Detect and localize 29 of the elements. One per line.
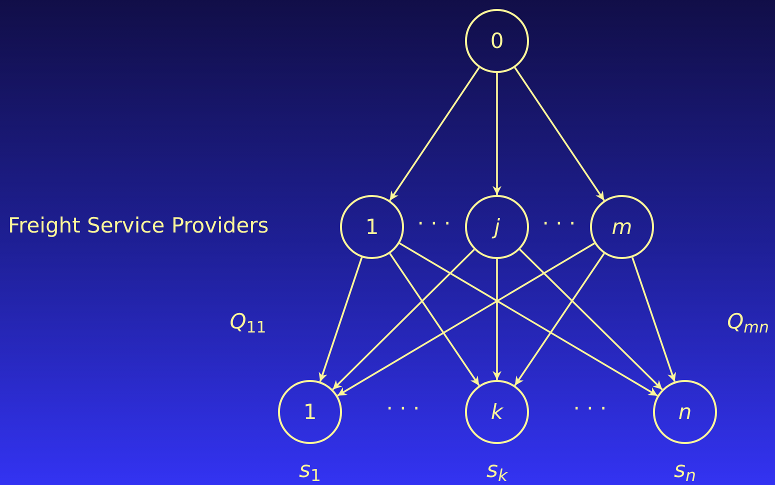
capacity-label: s$_{k}$ [486, 460, 508, 482]
arrow [337, 242, 595, 396]
text-label: Q$_{mn}$ [727, 312, 769, 332]
arrow [332, 248, 475, 390]
arrow [519, 248, 663, 390]
capacity-label: s$_{1}$ [299, 460, 321, 482]
node-number: j [494, 216, 500, 238]
arrow [514, 253, 605, 386]
node-number: 1 [303, 402, 317, 422]
node-number: 0 [490, 30, 504, 52]
arrow [389, 67, 480, 201]
arrow [389, 253, 480, 386]
text-label: · · · [386, 398, 420, 420]
arrow [492, 73, 502, 195]
arrow [514, 67, 605, 201]
node-number: m [612, 216, 632, 238]
node-number: n [678, 402, 692, 422]
text-label: Q$_{11}$ [230, 312, 266, 332]
text-label: · · · [542, 214, 576, 234]
node-number: 1 [365, 216, 379, 238]
text-label: · · · [417, 214, 451, 234]
node-number: k [490, 402, 504, 422]
arrow [492, 259, 502, 380]
text-label: · · · [573, 398, 607, 420]
capacity-label: s$_{n}$ [674, 460, 696, 482]
arrow [631, 257, 676, 382]
text-label: Freight Service Providers [8, 216, 269, 236]
arrow [399, 242, 658, 396]
arrow [318, 257, 363, 382]
